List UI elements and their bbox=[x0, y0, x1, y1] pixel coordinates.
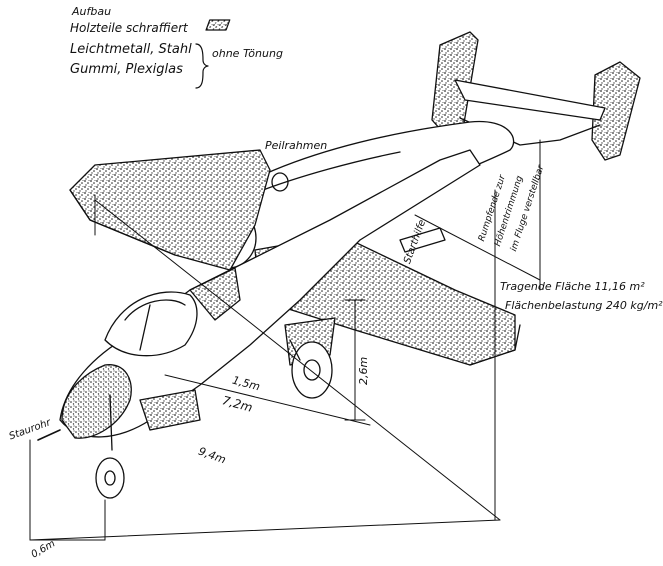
label-tragende-flaeche: Tragende Fläche 11,16 m² bbox=[500, 280, 645, 293]
tail-plane bbox=[454, 79, 606, 121]
legend-no-shade: ohne Tönung bbox=[212, 47, 283, 60]
wood-sample-icon bbox=[205, 19, 231, 31]
peilrahmen-loop bbox=[271, 172, 289, 192]
canopy bbox=[104, 291, 198, 357]
legend-metal: Leichtmetall, Stahl bbox=[70, 42, 192, 57]
label-flaechenbelastung: Flächenbelastung 240 kg/m² bbox=[505, 299, 663, 312]
nose-wheel bbox=[95, 457, 125, 499]
right-tail-fin bbox=[591, 61, 641, 161]
starthilfe-rocket bbox=[399, 227, 446, 253]
pitot-tube bbox=[37, 429, 61, 441]
label-peilrahmen: Peilrahmen bbox=[265, 139, 328, 152]
main-wheel bbox=[291, 341, 333, 399]
dim-2-6m: 2,6m bbox=[357, 356, 370, 385]
fuselage bbox=[59, 149, 481, 438]
nose bbox=[61, 364, 132, 439]
left-wing bbox=[69, 149, 271, 271]
legend-title: Aufbau bbox=[72, 5, 112, 18]
legend-wood: Holzteile schraffiert bbox=[70, 21, 188, 35]
legend-rubber: Gummi, Plexiglas bbox=[70, 62, 183, 77]
nose-gear-door bbox=[139, 389, 201, 431]
